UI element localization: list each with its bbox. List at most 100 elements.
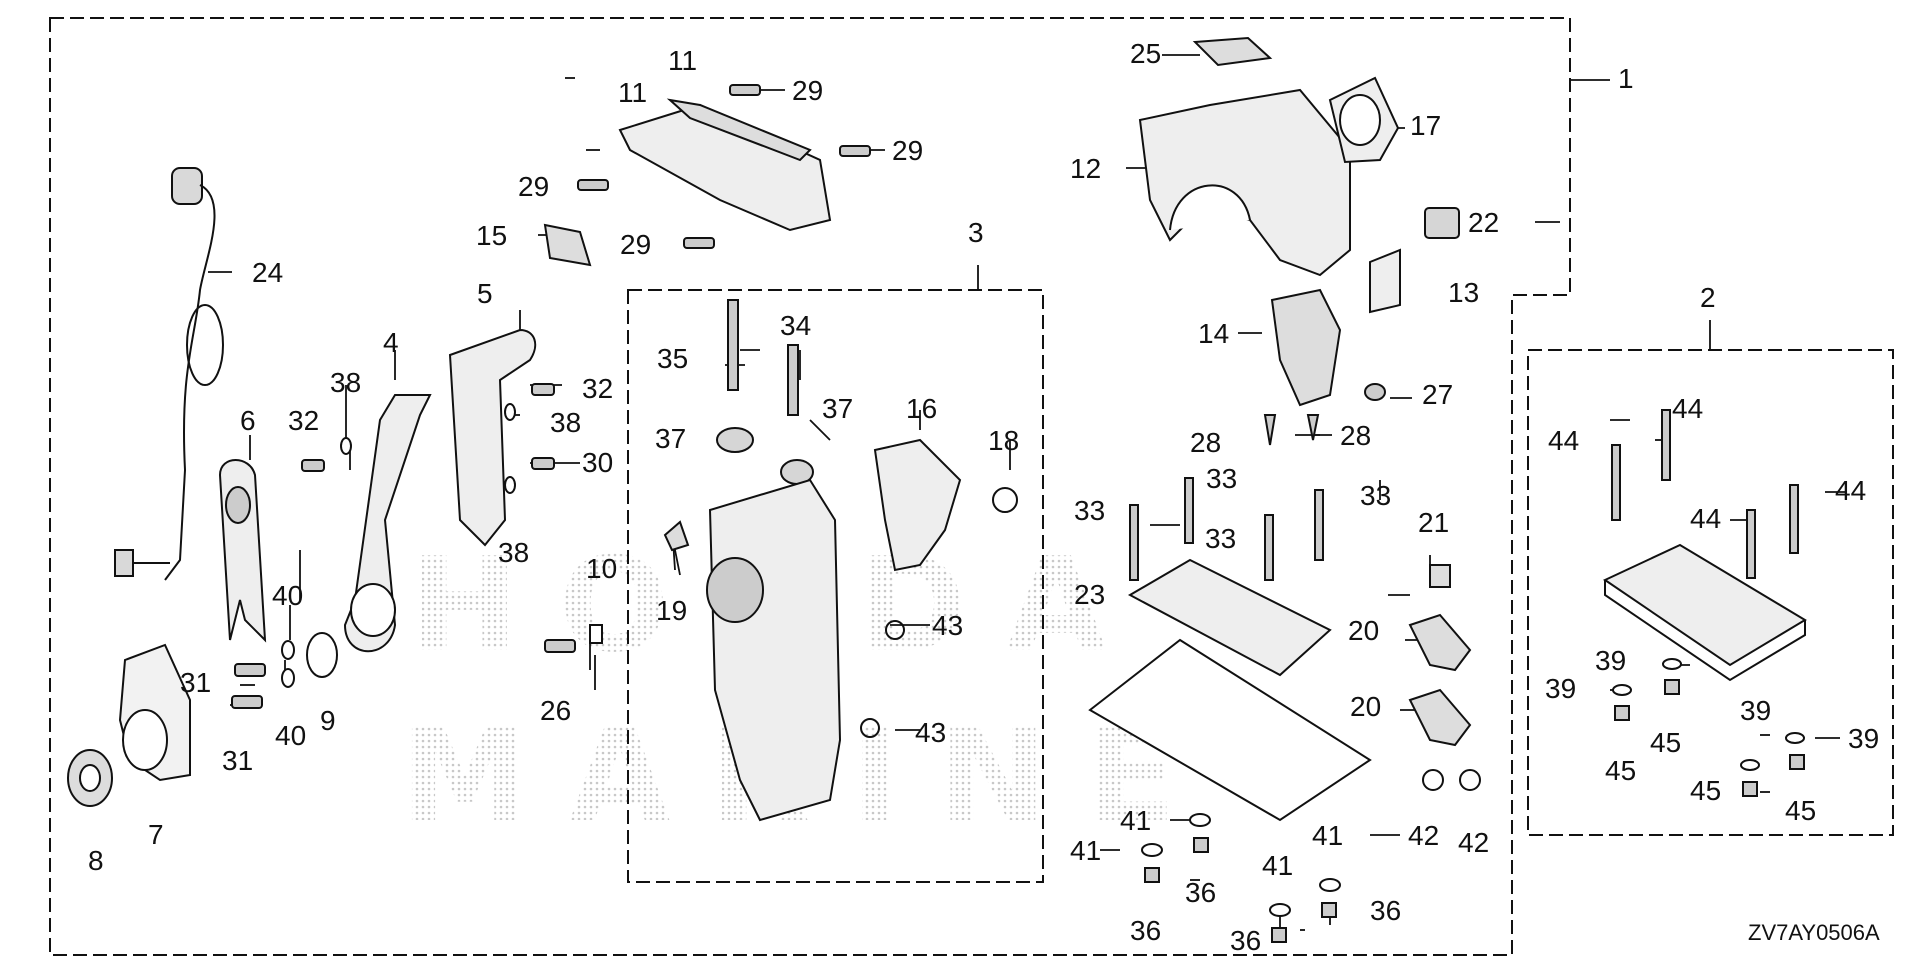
callout-45-c: 45 <box>1690 775 1721 806</box>
callout-20-b: 20 <box>1350 691 1381 722</box>
part-washer-41-c <box>1269 903 1291 917</box>
callout-36-b: 36 <box>1130 915 1161 946</box>
callout-1: 1 <box>1618 63 1634 94</box>
part-bolt-44-b <box>1661 409 1671 481</box>
callout-28-b: 28 <box>1340 420 1371 451</box>
part-cover-12 <box>1138 88 1351 277</box>
callout-32-b: 32 <box>582 373 613 404</box>
part-holder-14 <box>1270 288 1342 407</box>
part-switch-22 <box>1424 207 1460 239</box>
part-base-plate <box>1088 638 1372 822</box>
part-clip-10 <box>589 624 603 644</box>
part-block-20-a <box>1408 613 1472 672</box>
part-screw-29-a <box>729 84 761 96</box>
part-riser-2 <box>1602 543 1807 667</box>
callout-6: 6 <box>240 405 256 436</box>
part-cover-13 <box>1369 248 1401 314</box>
part-nut-36-d <box>1321 902 1337 918</box>
callout-37-a: 37 <box>655 423 686 454</box>
callout-44-a: 44 <box>1548 425 1579 456</box>
callout-45-b: 45 <box>1605 755 1636 786</box>
callout-25: 25 <box>1130 38 1161 69</box>
callout-22: 22 <box>1468 207 1499 238</box>
callout-41-d: 41 <box>1312 820 1343 851</box>
callout-34: 34 <box>780 310 811 341</box>
part-bolt-33-c <box>1264 514 1274 581</box>
callout-5: 5 <box>477 278 493 309</box>
part-lid-25 <box>1192 36 1273 67</box>
callout-28-a: 28 <box>1190 427 1221 458</box>
callout-33-a: 33 <box>1074 495 1105 526</box>
part-bolt-26 <box>544 639 576 653</box>
callout-39-c: 39 <box>1740 695 1771 726</box>
callout-36-d: 36 <box>1370 895 1401 926</box>
callout-23: 23 <box>1074 579 1105 610</box>
callout-41-b: 41 <box>1070 835 1101 866</box>
part-bolt-44-c <box>1746 509 1756 579</box>
callout-37-b: 37 <box>822 393 853 424</box>
callout-44-b: 44 <box>1672 393 1703 424</box>
part-nut-36-a <box>1193 837 1209 853</box>
part-washer-38-b <box>504 403 516 421</box>
part-trim-15 <box>543 223 592 267</box>
callout-45-a: 45 <box>1650 727 1681 758</box>
callout-11-b: 11 <box>668 45 697 76</box>
callout-43-b: 43 <box>915 717 946 748</box>
callouts: 1 2 3 4 5 6 7 8 9 10 11 11 12 13 14 15 1… <box>88 38 1879 956</box>
callout-33-d: 33 <box>1360 480 1391 511</box>
callout-19: 19 <box>656 595 687 626</box>
callout-12: 12 <box>1070 153 1101 184</box>
part-washer-41-a <box>1189 813 1211 827</box>
part-cover-6-hole <box>225 486 251 524</box>
callout-33-c: 33 <box>1205 523 1236 554</box>
part-handle-5 <box>448 328 537 547</box>
callout-38-a: 38 <box>330 367 361 398</box>
callout-44-c: 44 <box>1690 503 1721 534</box>
part-clip-43-b <box>860 718 880 738</box>
callout-35: 35 <box>657 343 688 374</box>
part-control-box-3-gear <box>706 557 764 623</box>
callout-20-a: 20 <box>1348 615 1379 646</box>
part-cover-7-hole <box>122 709 168 771</box>
callout-11-a: 11 <box>618 77 647 108</box>
part-plate-9 <box>306 632 338 678</box>
callout-38-c: 38 <box>498 537 529 568</box>
part-screw-29-d <box>683 237 715 249</box>
callout-9: 9 <box>320 705 336 736</box>
frame-group-3 <box>627 289 1044 883</box>
part-nut-45-b <box>1614 705 1630 721</box>
callout-2: 2 <box>1700 282 1716 313</box>
part-stud-34 <box>787 344 799 416</box>
part-washer-38-a <box>340 437 352 455</box>
part-bolt-44-d <box>1789 484 1799 554</box>
part-washer-39-b <box>1612 684 1632 696</box>
parts <box>67 36 1807 943</box>
callout-42-a: 42 <box>1408 820 1439 851</box>
part-screw-27 <box>1364 383 1386 401</box>
part-clip-21 <box>1429 564 1451 588</box>
callout-44-d: 44 <box>1835 475 1866 506</box>
part-washer-39-d <box>1785 732 1805 744</box>
part-gasket-23 <box>1127 558 1332 677</box>
callout-18: 18 <box>988 425 1019 456</box>
callout-41-c: 41 <box>1262 850 1293 881</box>
callout-31-b: 31 <box>222 745 253 776</box>
callout-43-a: 43 <box>932 610 963 641</box>
diagram-code: ZV7AY0506A <box>1748 920 1880 945</box>
part-bolt-33-a <box>1129 504 1139 581</box>
part-nut-45-d <box>1789 754 1805 770</box>
frame-group-1 <box>49 17 1571 956</box>
part-block-20-b <box>1408 688 1472 747</box>
part-clip-42-b <box>1459 769 1481 791</box>
part-bolt-30 <box>531 457 555 470</box>
callout-14: 14 <box>1198 318 1229 349</box>
part-screw-29-b <box>839 145 871 157</box>
part-screw-28-b <box>1306 414 1320 441</box>
part-clip-42-a <box>1422 769 1444 791</box>
callout-29-c: 29 <box>518 171 549 202</box>
callout-42-b: 42 <box>1458 827 1489 858</box>
callout-39-b: 39 <box>1545 673 1576 704</box>
part-washer-41-d <box>1319 878 1341 892</box>
part-washer-40-a <box>281 640 295 660</box>
